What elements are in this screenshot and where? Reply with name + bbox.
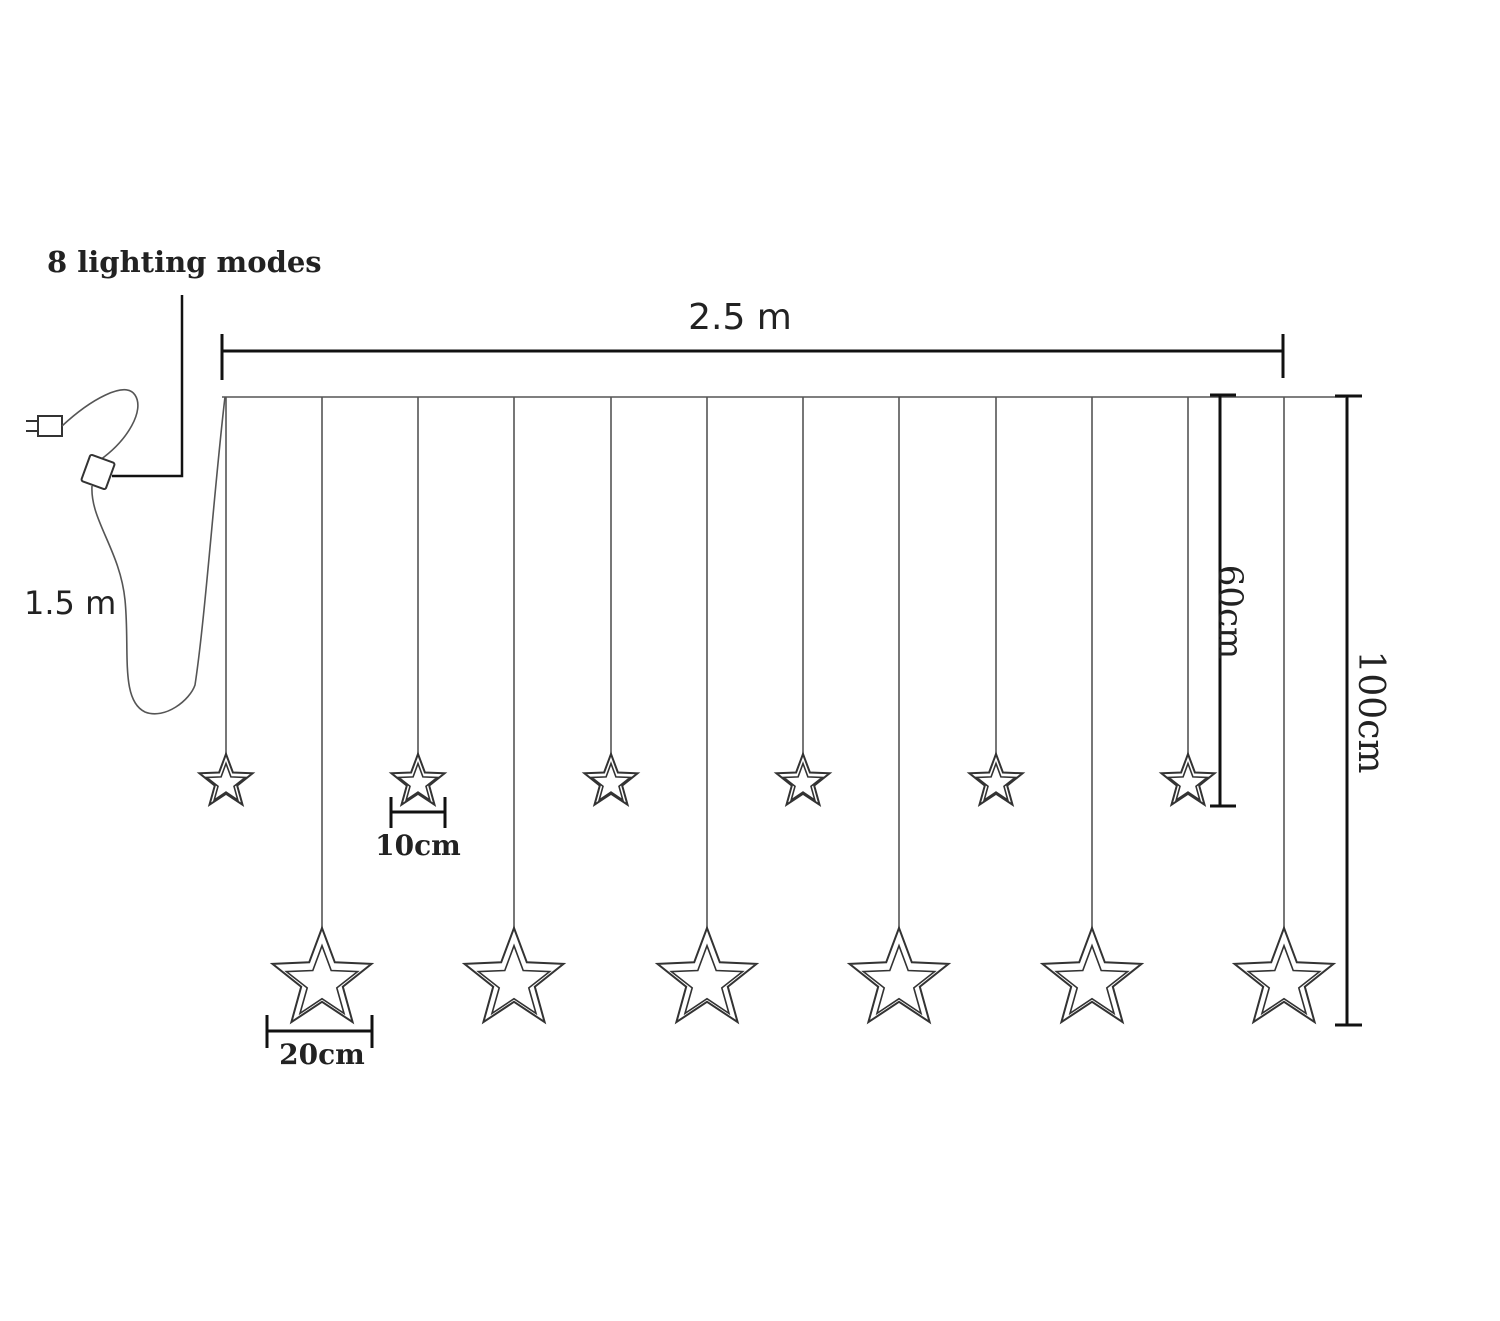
- small-star-dimension: [389, 797, 447, 828]
- large-star-icon: [846, 925, 952, 1025]
- modes-leader-line: [112, 295, 184, 478]
- width-label: 2.5 m: [688, 297, 792, 338]
- large-star-icon: [461, 925, 567, 1025]
- small-star-icon: [388, 751, 448, 808]
- small-star-size-label: 10cm: [375, 829, 461, 862]
- stars: [196, 751, 1337, 1025]
- long-drop-dimension: [1335, 394, 1362, 1027]
- drop-wires: [225, 397, 1285, 936]
- small-star-icon: [773, 751, 833, 808]
- small-star-icon: [966, 751, 1026, 808]
- lighting-modes-label: 8 lighting modes: [47, 245, 322, 279]
- large-star-icon: [1231, 925, 1337, 1025]
- short-drop-dimension: [1210, 393, 1236, 808]
- cable-length-label: 1.5 m: [24, 584, 116, 622]
- large-star-icon: [269, 925, 375, 1025]
- small-star-icon: [196, 751, 256, 808]
- plug-icon: [26, 415, 63, 437]
- small-star-icon: [1158, 751, 1218, 808]
- long-drop-label: 100cm: [1350, 650, 1391, 773]
- lead-cable: [91, 396, 226, 715]
- large-star-icon: [1039, 925, 1145, 1025]
- small-star-icon: [581, 751, 641, 808]
- large-star-icon: [654, 925, 760, 1025]
- controller-box-icon: [80, 453, 116, 491]
- large-star-size-label: 20cm: [279, 1038, 365, 1071]
- large-star-dimension: [265, 1015, 374, 1048]
- width-dimension: [220, 334, 1285, 380]
- short-drop-label: 60cm: [1210, 565, 1250, 660]
- power-cable: [61, 389, 139, 461]
